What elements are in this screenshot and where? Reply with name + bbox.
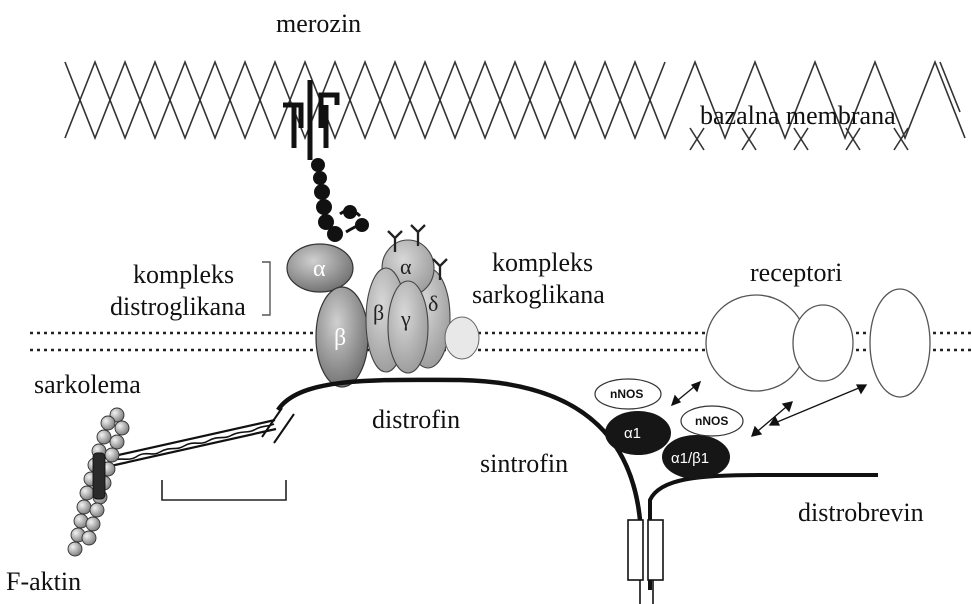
syntrophin-a1b1-label: α1/β1 [671, 450, 709, 467]
nnos-1-label: nNOS [610, 387, 643, 401]
receptor-2 [793, 305, 853, 381]
merozin-protein [283, 80, 369, 242]
dg-beta-glyph: β [334, 325, 346, 351]
nnos-2-label: nNOS [695, 414, 728, 428]
receptor-1 [706, 295, 806, 391]
anchor-boxes [628, 520, 663, 604]
dg-alpha-glyph: α [313, 256, 326, 282]
basal-membrane-label: bazalna membrana [700, 101, 896, 130]
receptor-3 [870, 289, 930, 397]
dystrophin-strand [262, 380, 640, 520]
dystrobrevin-strand [650, 475, 878, 590]
actin-binding-chain [105, 420, 276, 467]
dystroglycan-complex-label-2: distroglikana [110, 292, 246, 321]
dystrobrevin-label: distrobrevin [798, 498, 924, 527]
merozin-label: merozin [276, 9, 361, 38]
sg-beta-glyph: β [373, 300, 384, 325]
sarcolemma-label: sarkolema [34, 370, 141, 399]
sarcoglycan-complex-label-1: kompleks [492, 248, 593, 277]
dystroglycan-complex-label-1: kompleks [133, 260, 234, 289]
syntrophin-a1-label: α1 [624, 425, 641, 442]
f-actin-label: F-aktin [6, 567, 81, 596]
scale-bracket [162, 480, 286, 500]
f-actin-filament [68, 408, 129, 556]
sarcoglycan-complex [366, 225, 479, 373]
sg-delta-glyph: δ [428, 291, 438, 316]
receptors-label: receptori [750, 258, 842, 287]
receptors [706, 289, 930, 397]
dystrophin-label: distrofin [372, 405, 460, 434]
sg-epsilon [445, 317, 479, 359]
sarcoglycan-complex-label-2: sarkoglikana [472, 280, 605, 309]
syntrophin-label: sintrofin [480, 449, 568, 478]
sg-alpha-glyph: α [400, 254, 412, 279]
sg-gamma-glyph: γ [400, 306, 411, 331]
